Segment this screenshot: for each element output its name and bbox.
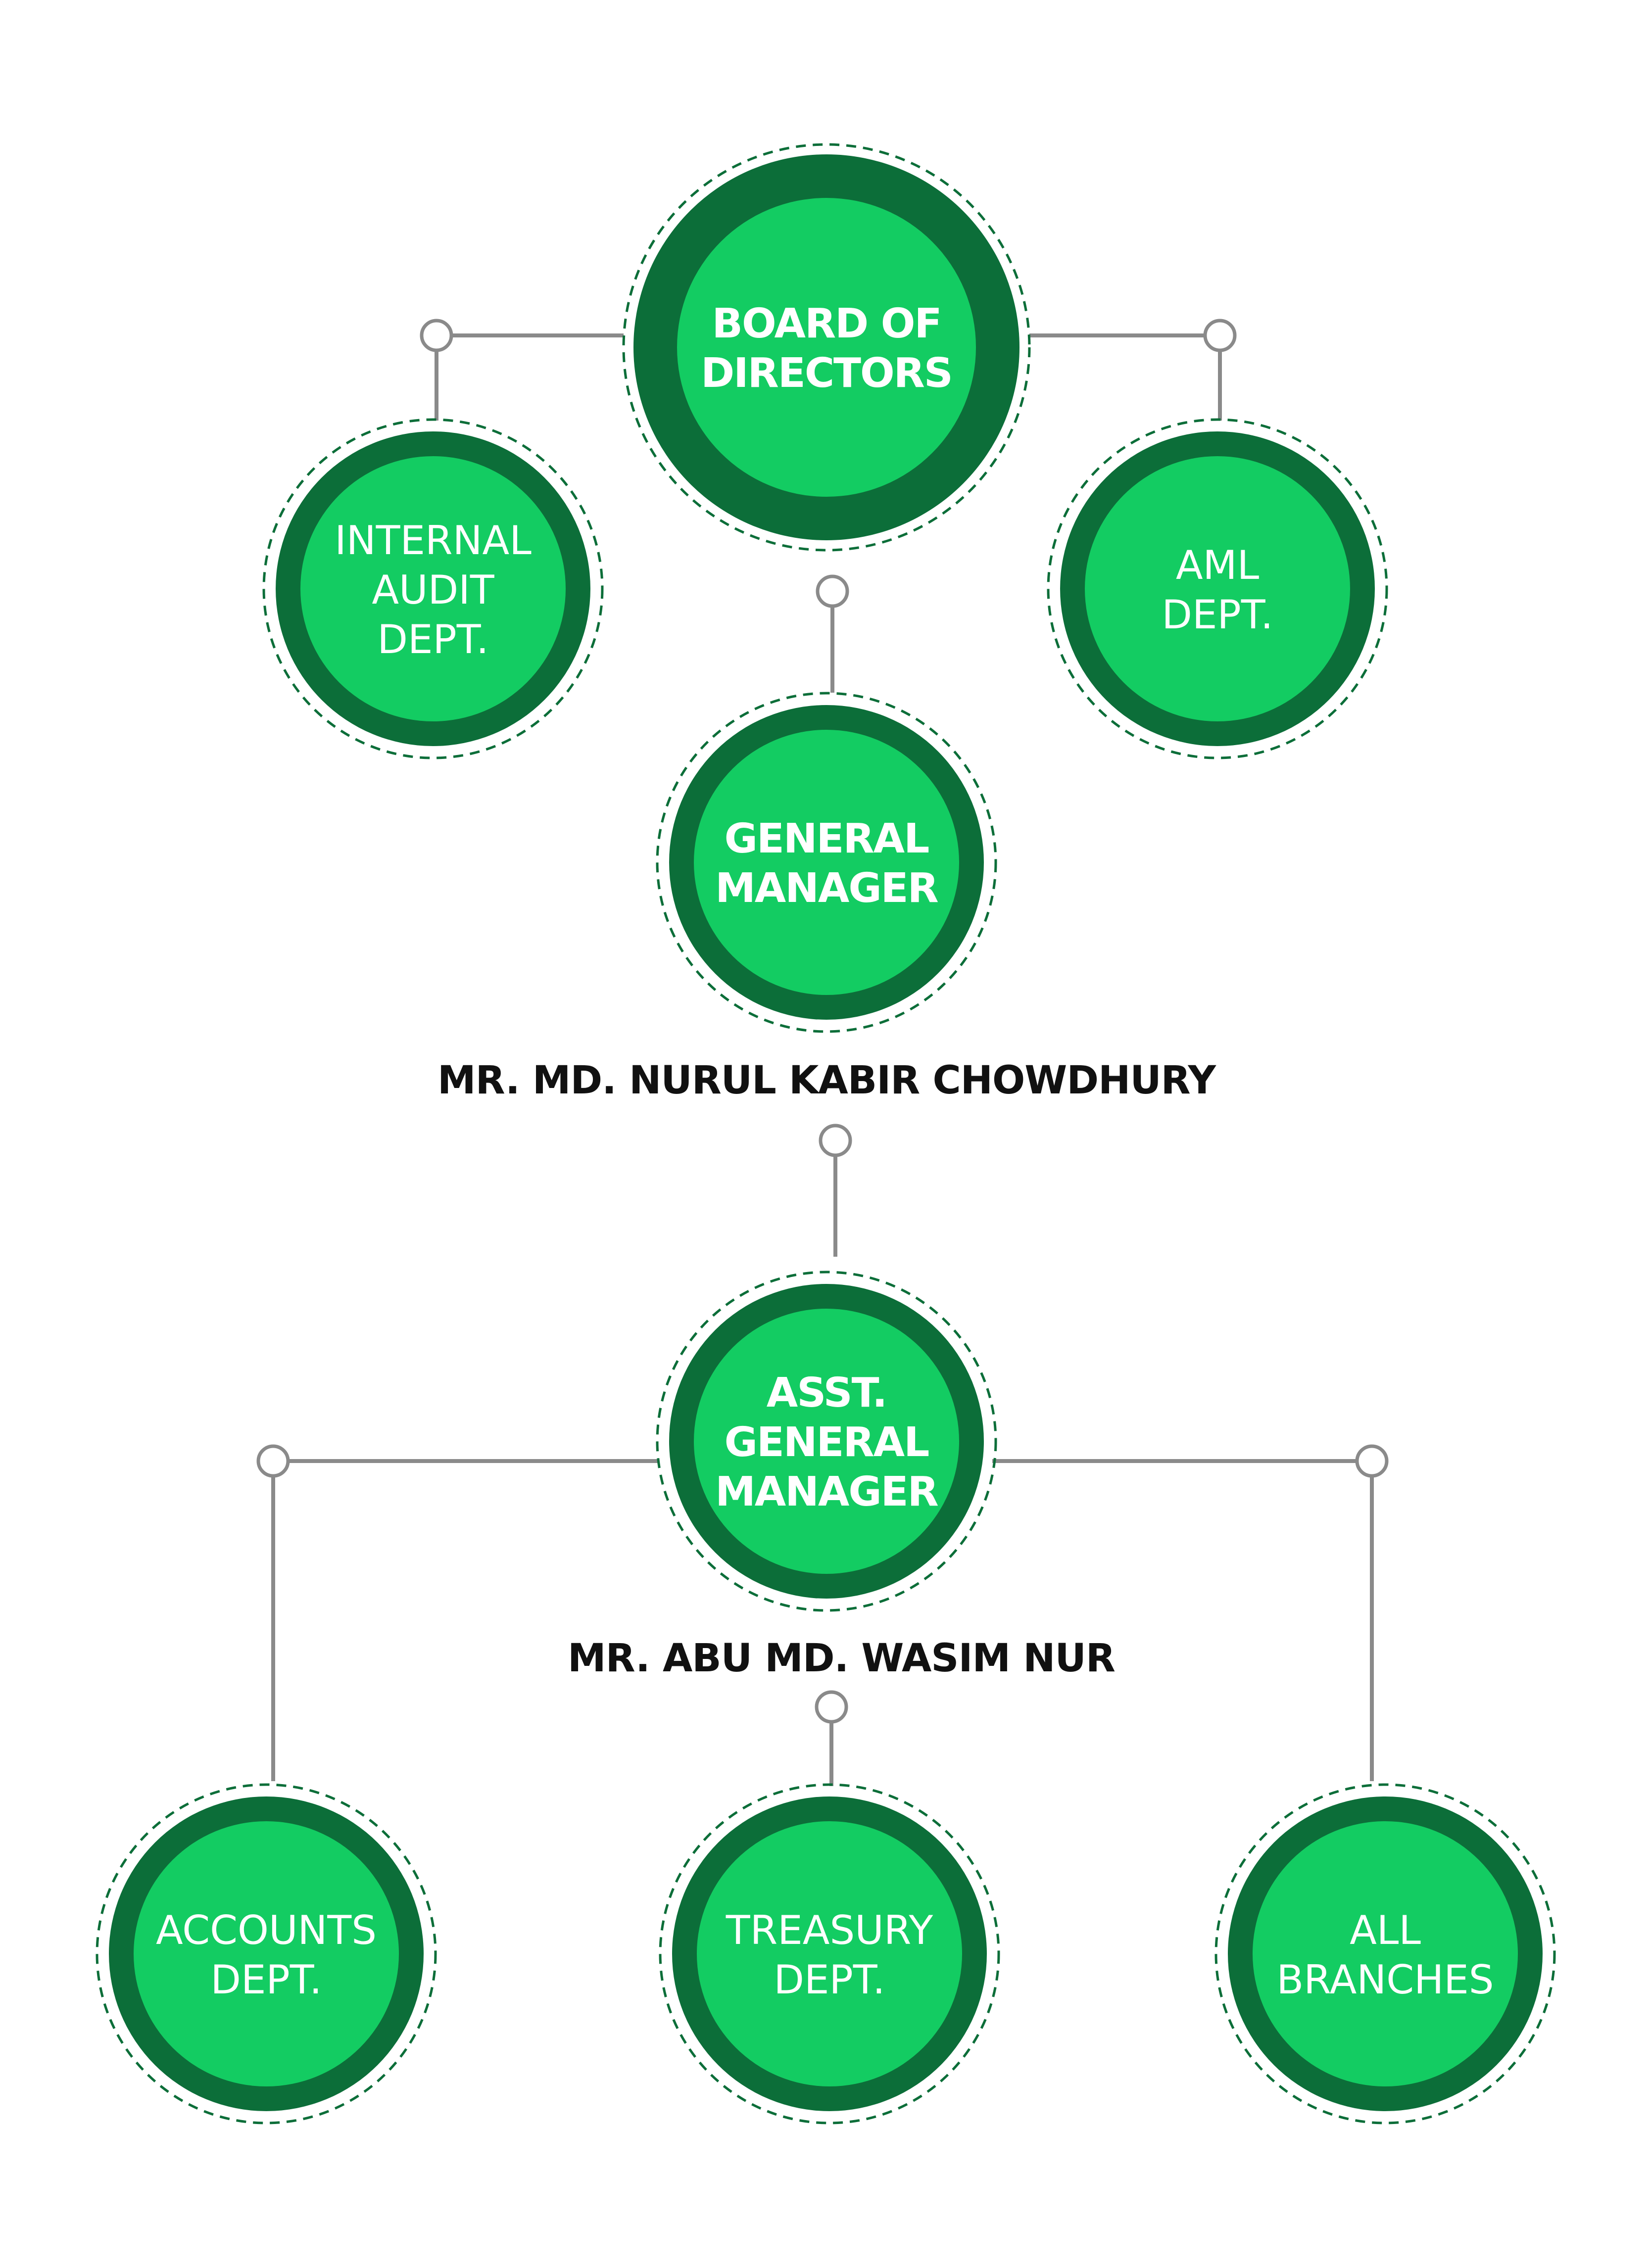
dashed-ring (656, 1271, 997, 1612)
node-label-line: INTERNAL (335, 518, 532, 564)
inner-circle (134, 1821, 399, 2086)
junction-dot-icon (816, 574, 849, 608)
connector-agm-accounts (271, 1459, 658, 1781)
junction-dot-icon (256, 1444, 290, 1478)
inner-circle (1085, 456, 1350, 721)
general-manager-name: MR. MD. NURUL KABIR CHOWDHURY (437, 1058, 1216, 1103)
node-label-line: DEPT. (377, 616, 488, 662)
inner-circle (694, 730, 959, 995)
dashed-ring (1047, 418, 1388, 759)
junction-dot-icon (815, 1690, 848, 1724)
dashed-ring (96, 1783, 437, 2125)
node-label-line: BRANCHES (1276, 1957, 1494, 2003)
node-label-line: DEPT. (1162, 592, 1273, 638)
dashed-ring (622, 143, 1031, 552)
inner-circle (697, 1821, 962, 2086)
junction-dot-icon (819, 1124, 852, 1157)
node-label-line: ASST. (767, 1370, 887, 1417)
dashed-ring (1214, 1783, 1556, 2125)
asst-general-manager-name: MR. ABU MD. WASIM NUR (568, 1636, 1115, 1681)
connector-board-internal-audit (435, 333, 624, 421)
connector-agm-all-branches (992, 1459, 1374, 1781)
connectors (256, 319, 1389, 1786)
inner-circle (300, 456, 566, 721)
junction-dot-icon (1203, 319, 1237, 352)
node-label-line: DEPT. (210, 1957, 322, 2003)
inner-circle (694, 1309, 959, 1574)
inner-circle (677, 198, 976, 497)
nodes: BOARD OFDIRECTORSINTERNALAUDITDEPT.AMLDE… (96, 143, 1556, 2125)
node-label-line: ALL (1350, 1907, 1421, 1953)
inner-circle (1253, 1821, 1518, 2086)
node-label-line: AML (1176, 542, 1260, 588)
dashed-ring (656, 692, 997, 1033)
node-label-line: GENERAL (725, 815, 929, 862)
node-label-line: ACCOUNTS (156, 1907, 377, 1953)
connector-board-aml (1029, 333, 1222, 421)
node-label-line: DIRECTORS (701, 350, 952, 397)
node-label-line: AUDIT (372, 567, 494, 613)
node-label-line: MANAGER (715, 865, 938, 912)
node-label-line: BOARD OF (712, 300, 941, 347)
node-label-line: MANAGER (715, 1468, 938, 1515)
node-label-line: GENERAL (725, 1419, 929, 1466)
node-label-line: DEPT. (774, 1957, 885, 2003)
junction-dot-icon (420, 319, 453, 352)
junction-dot-icon (1355, 1444, 1389, 1478)
dashed-ring (659, 1783, 1000, 2125)
node-label-line: TREASURY (726, 1907, 934, 1953)
dashed-ring (262, 418, 604, 759)
